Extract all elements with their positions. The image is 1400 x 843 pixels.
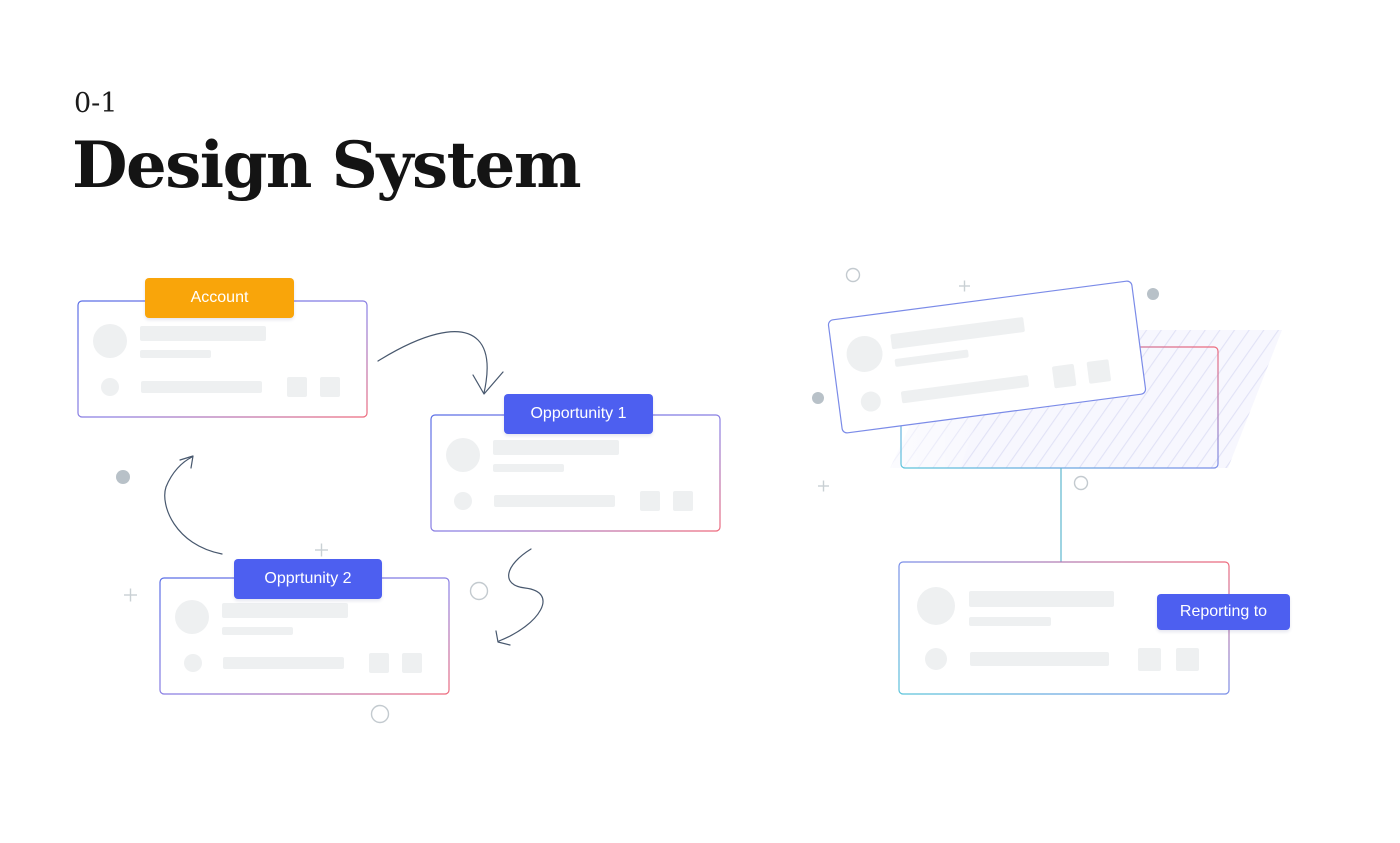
avatar-placeholder	[93, 324, 127, 358]
text-line-placeholder	[890, 317, 1025, 350]
reporting-card	[898, 561, 1230, 695]
text-line-placeholder	[222, 627, 293, 635]
action-placeholder	[369, 653, 389, 673]
text-line-placeholder	[222, 603, 348, 618]
dot-decoration	[812, 392, 824, 404]
icon-placeholder	[184, 654, 202, 672]
avatar-placeholder	[917, 587, 955, 625]
arrow-opportunity-2-to-account	[164, 456, 223, 555]
text-line-placeholder	[969, 591, 1114, 607]
action-placeholder	[1086, 359, 1111, 384]
text-line-placeholder	[223, 657, 344, 669]
text-line-placeholder	[140, 326, 266, 341]
avatar-placeholder	[446, 438, 480, 472]
icon-placeholder	[860, 391, 881, 412]
action-placeholder	[1138, 648, 1161, 671]
text-line-placeholder	[894, 349, 969, 367]
text-line-placeholder	[494, 495, 615, 507]
action-placeholder	[640, 491, 660, 511]
icon-placeholder	[454, 492, 472, 510]
ring-decoration	[370, 704, 390, 724]
arrow-head	[495, 630, 511, 646]
opportunity-2-card	[159, 577, 450, 695]
text-line-placeholder	[141, 381, 262, 393]
account-card	[77, 300, 368, 418]
account-tag: Account	[145, 278, 294, 318]
opportunity-1-tag: Opportunity 1	[504, 394, 653, 434]
icon-placeholder	[101, 378, 119, 396]
page-title: Design System	[72, 128, 582, 203]
eyebrow-number: 0-1	[74, 88, 118, 119]
avatar-placeholder	[846, 335, 883, 372]
arrow-head	[472, 371, 504, 395]
dot-decoration	[116, 470, 130, 484]
dot-decoration	[1147, 288, 1159, 300]
text-line-placeholder	[969, 617, 1051, 626]
tilted-card	[827, 280, 1147, 434]
ring-decoration	[1073, 475, 1089, 491]
action-placeholder	[1052, 363, 1077, 389]
avatar-placeholder	[175, 600, 209, 634]
arrow-head	[179, 455, 194, 469]
text-line-placeholder	[901, 375, 1029, 404]
text-line-placeholder	[140, 350, 211, 358]
action-placeholder	[673, 491, 693, 511]
action-placeholder	[287, 377, 307, 397]
decorations	[116, 267, 1250, 724]
reporting-to-tag: Reporting to	[1157, 594, 1290, 630]
arrow-opportunity-1-to-opportunity-2	[498, 548, 544, 642]
text-line-placeholder	[493, 440, 619, 455]
icon-placeholder	[925, 648, 947, 670]
opportunity-2-tag: Opprtunity 2	[234, 559, 382, 599]
ring-decoration	[845, 267, 861, 283]
ring-decoration	[469, 581, 489, 601]
opportunity-1-card	[430, 414, 721, 532]
action-placeholder	[1176, 648, 1199, 671]
arrow-account-to-opportunity-1	[377, 331, 488, 394]
action-placeholder	[402, 653, 422, 673]
text-line-placeholder	[493, 464, 564, 472]
text-line-placeholder	[970, 652, 1109, 666]
flow-arrows	[164, 331, 544, 646]
action-placeholder	[320, 377, 340, 397]
